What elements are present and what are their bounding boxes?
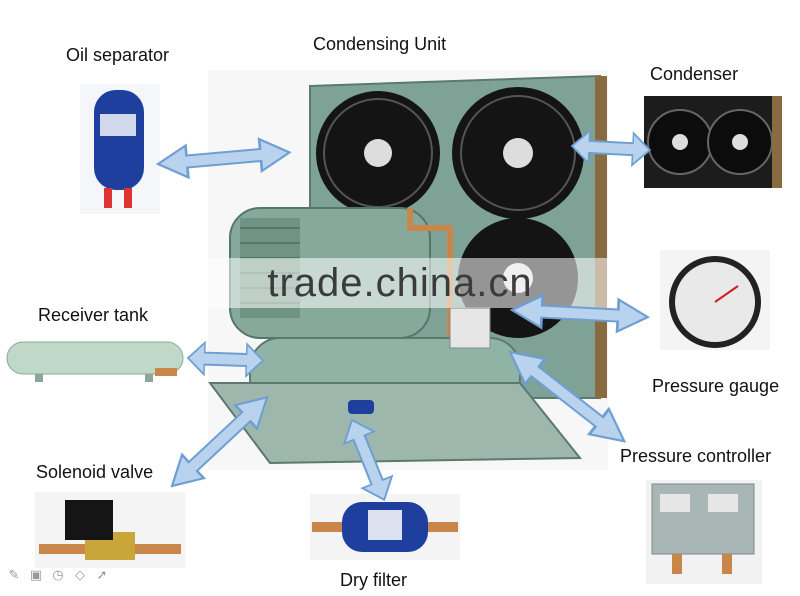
- receiver-tank-image: [6, 341, 184, 382]
- solenoid-valve-image: [35, 492, 185, 568]
- pressure-controller-image: [646, 480, 762, 584]
- dry-filter-label: Dry filter: [340, 570, 407, 590]
- pressure-controller-label: Pressure controller: [620, 446, 772, 466]
- image-toolbar: ✎ ▣ ◷ ◇ ➚: [6, 568, 110, 590]
- arrow-oil-separator: [155, 135, 293, 182]
- arrow-condenser: [570, 129, 652, 168]
- pressure-gauge-label: Pressure gauge: [652, 376, 780, 396]
- arrow-dry-filter: [336, 413, 401, 507]
- cursor-icon[interactable]: ➚: [96, 568, 108, 583]
- condenser-image: [644, 96, 782, 188]
- tag-icon[interactable]: ◇: [75, 568, 85, 583]
- pressure-gauge-image: [660, 250, 770, 350]
- arrow-pressure-controller: [498, 338, 636, 456]
- image-icon[interactable]: ▣: [29, 568, 43, 583]
- dry-filter-image: [310, 494, 460, 560]
- oil-separator-image: [80, 84, 160, 214]
- receiver-tank-label: Receiver tank: [38, 305, 149, 325]
- arrow-pressure-gauge: [509, 292, 651, 335]
- solenoid-valve-label: Solenoid valve: [36, 462, 154, 482]
- clock-icon[interactable]: ◷: [52, 568, 64, 583]
- oil-separator-label: Oil separator: [66, 45, 170, 65]
- arrow-receiver-tank: [186, 341, 265, 378]
- pencil-icon[interactable]: ✎: [8, 568, 20, 583]
- arrow-solenoid-valve: [159, 384, 280, 499]
- diagram-title: Condensing Unit: [313, 34, 447, 54]
- condenser-label: Condenser: [650, 64, 739, 84]
